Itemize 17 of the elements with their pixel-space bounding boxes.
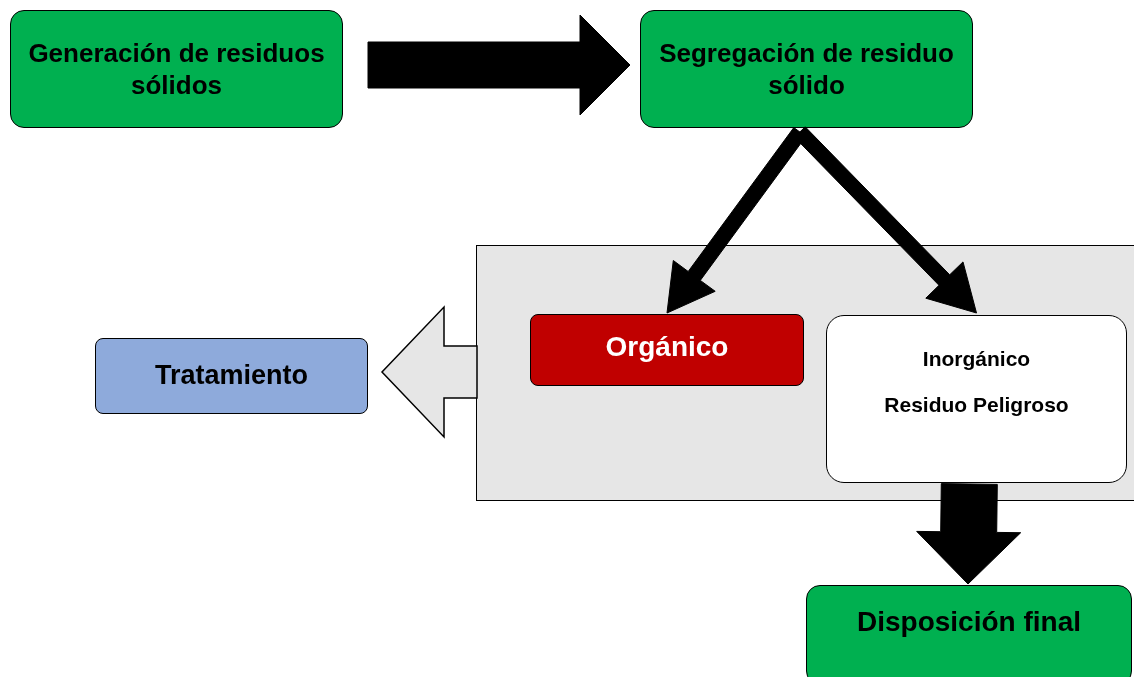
- block-arrow: [916, 483, 1022, 585]
- process-box: [640, 10, 973, 128]
- block-arrow: [380, 305, 478, 439]
- node-label: Segregación de residuo sólido: [658, 36, 955, 102]
- process-box: [806, 585, 1132, 677]
- process-box: [530, 314, 804, 386]
- group-panel: [476, 245, 1134, 501]
- process-box: [10, 10, 343, 128]
- node-label: Disposición final: [857, 605, 1081, 639]
- process-box: [95, 338, 368, 414]
- node-label: Tratamiento: [154, 359, 308, 393]
- process-box: [826, 315, 1127, 483]
- node-label: Generación de residuos sólidos: [27, 36, 326, 102]
- block-arrow: [367, 14, 631, 116]
- node-label: Inorgánico: [922, 346, 1031, 372]
- node-label: Orgánico: [605, 330, 729, 364]
- node-label: Residuo Peligroso: [884, 392, 1069, 419]
